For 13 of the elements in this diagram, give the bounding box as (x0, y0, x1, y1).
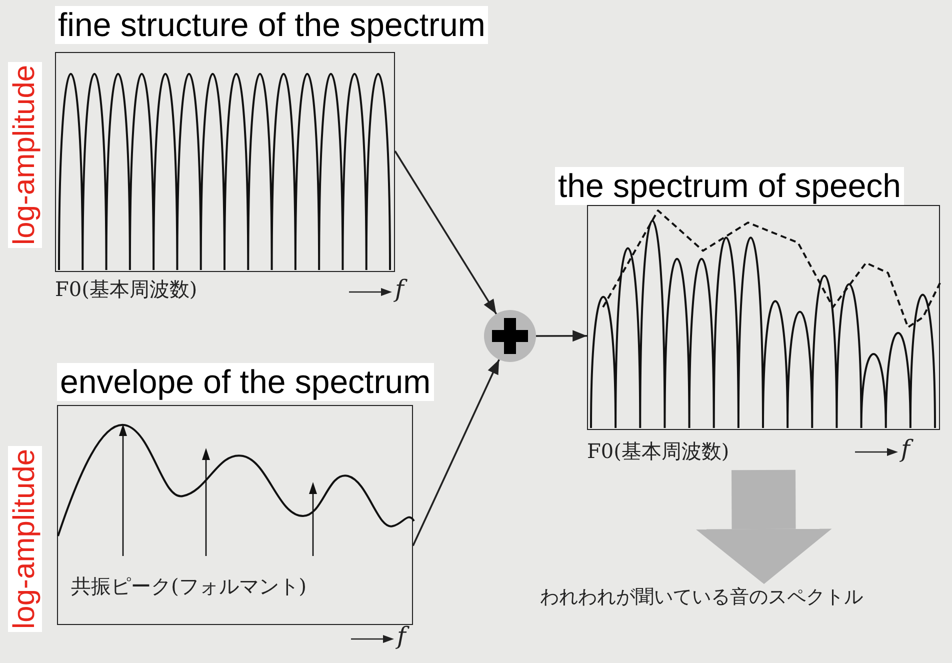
chart-heading: the spectrum of speech (555, 167, 904, 205)
arrow (394, 150, 498, 314)
chart-heading: envelope of the spectrum (57, 363, 434, 401)
big-arrow (696, 470, 832, 584)
axis-label: log-amplitude (8, 446, 42, 632)
axis-label: F0(基本周波数) (587, 438, 730, 465)
axis-label: F0(基本周波数) (55, 276, 198, 303)
formant-label: 共振ピーク(フォルマント) (71, 573, 307, 600)
arrow (412, 359, 500, 546)
caption-text: われわれが聞いている音のスペクトル (540, 585, 863, 610)
chart-heading: fine structure of the spectrum (55, 6, 488, 44)
arrow (536, 330, 587, 342)
axis-label: log-amplitude (8, 62, 42, 248)
